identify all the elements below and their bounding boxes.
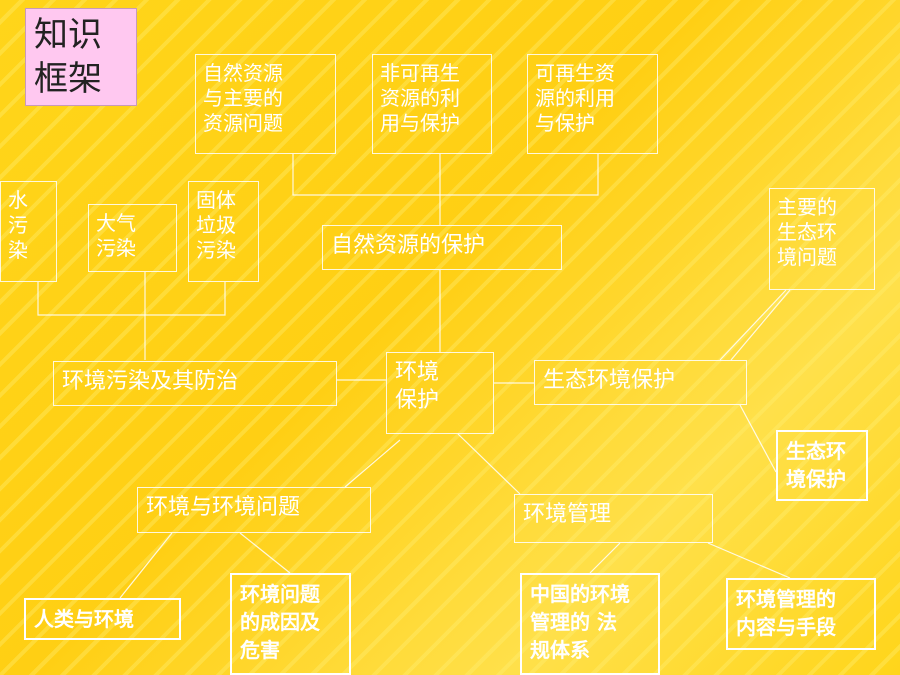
- page-title: 知识 框架: [25, 8, 137, 106]
- connector-china-law: [589, 542, 621, 574]
- node-nonrenewable: 非可再生 资源的利 用与保护: [372, 54, 492, 154]
- connector-top-bracket: [292, 154, 599, 196]
- connector-causes: [239, 532, 291, 574]
- node-problem-causes: 环境问题 的成因及 危害: [230, 573, 351, 675]
- node-management-methods: 环境管理的 内容与手段: [726, 578, 876, 650]
- node-ecological-protection: 生态环境保护: [534, 360, 747, 405]
- node-human-environment: 人类与环境: [24, 598, 181, 640]
- node-natural-resource-protection: 自然资源的保护: [322, 225, 562, 270]
- node-china-law: 中国的环境 管理的 法 规体系: [520, 573, 660, 675]
- node-main-ecological-problems: 主要的 生态环 境问题: [769, 188, 875, 290]
- node-natural-resources-problems: 自然资源 与主要的 资源问题: [195, 54, 336, 154]
- node-ecological-protection-bold: 生态环 境保护: [776, 430, 868, 501]
- node-solid-waste: 固体 垃圾 污染: [188, 181, 259, 282]
- node-environment-problems: 环境与环境问题: [137, 487, 371, 533]
- node-pollution-control: 环境污染及其防治: [53, 361, 337, 406]
- connector-eco-top2: [730, 289, 791, 361]
- connector-pollution-bracket: [37, 282, 226, 316]
- connector-center-management: [457, 433, 521, 495]
- connector-center-env-problems: [344, 439, 401, 488]
- connector-human-env: [119, 532, 173, 599]
- connector-eco-top: [719, 289, 787, 361]
- node-environment-protection: 环境 保护: [386, 352, 494, 434]
- node-air-pollution: 大气 污染: [88, 204, 177, 272]
- connector-eco-bottom: [739, 404, 777, 473]
- connector-methods: [707, 542, 791, 579]
- node-environment-management: 环境管理: [514, 494, 713, 543]
- node-water-pollution: 水 污 染: [0, 181, 57, 282]
- node-renewable: 可再生资 源的利用 与保护: [527, 54, 658, 154]
